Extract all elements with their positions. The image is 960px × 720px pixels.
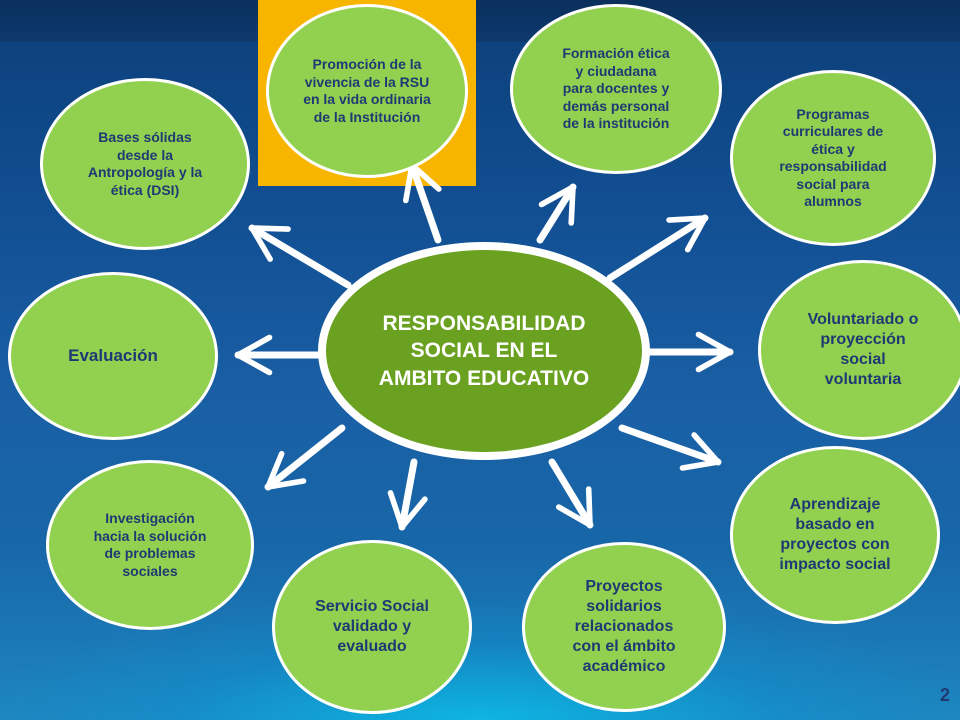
arrow-promocion: [402, 161, 442, 244]
node-programas: Programas curriculares de ética y respon…: [730, 70, 936, 246]
node-evaluacion: Evaluación: [8, 272, 218, 440]
arrow-investigacion: [264, 424, 346, 491]
center-node: RESPONSABILIDAD SOCIAL EN EL AMBITO EDUC…: [318, 242, 650, 460]
center-label: RESPONSABILIDAD SOCIAL EN EL AMBITO EDUC…: [378, 312, 590, 390]
node-servicio: Servicio Social validado y evaluado: [272, 540, 472, 714]
node-formacion-label: Formación ética y ciudadana para docente…: [562, 45, 670, 132]
top-band: [0, 0, 960, 42]
node-servicio-label: Servicio Social validado y evaluado: [315, 598, 429, 655]
node-voluntariado: Voluntariado o proyección social volunta…: [758, 260, 960, 440]
arrow-servicio: [387, 458, 428, 531]
node-investigacion-label: Investigación hacia la solución de probl…: [93, 510, 207, 579]
arrow-proyectos: [548, 458, 594, 529]
page-number: 2: [939, 685, 950, 705]
arrow-bases: [248, 224, 352, 289]
node-aprendizaje-label: Aprendizaje basado en proyectos con impa…: [779, 496, 891, 573]
node-evaluacion-label: Evaluación: [68, 346, 158, 366]
node-formacion: Formación ética y ciudadana para docente…: [510, 4, 722, 174]
arrow-formacion: [536, 183, 577, 244]
node-bases-label: Bases sólidas desde la Antropología y la…: [87, 129, 203, 198]
node-bases: Bases sólidas desde la Antropología y la…: [40, 78, 250, 250]
node-proyectos: Proyectos solidarios relacionados con el…: [522, 542, 726, 712]
node-promocion: Promoción de la vivencia de la RSU en la…: [266, 4, 468, 178]
node-aprendizaje: Aprendizaje basado en proyectos con impa…: [730, 446, 940, 624]
node-programas-label: Programas curriculares de ética y respon…: [779, 105, 887, 210]
arrow-programas: [606, 214, 709, 282]
node-proyectos-label: Proyectos solidarios relacionados con el…: [572, 578, 676, 675]
node-promocion-label: Promoción de la vivencia de la RSU en la…: [303, 56, 431, 125]
node-investigacion: Investigación hacia la solución de probl…: [46, 460, 254, 630]
node-voluntariado-label: Voluntariado o proyección social volunta…: [807, 311, 919, 388]
arrow-aprendizaje: [618, 424, 722, 471]
